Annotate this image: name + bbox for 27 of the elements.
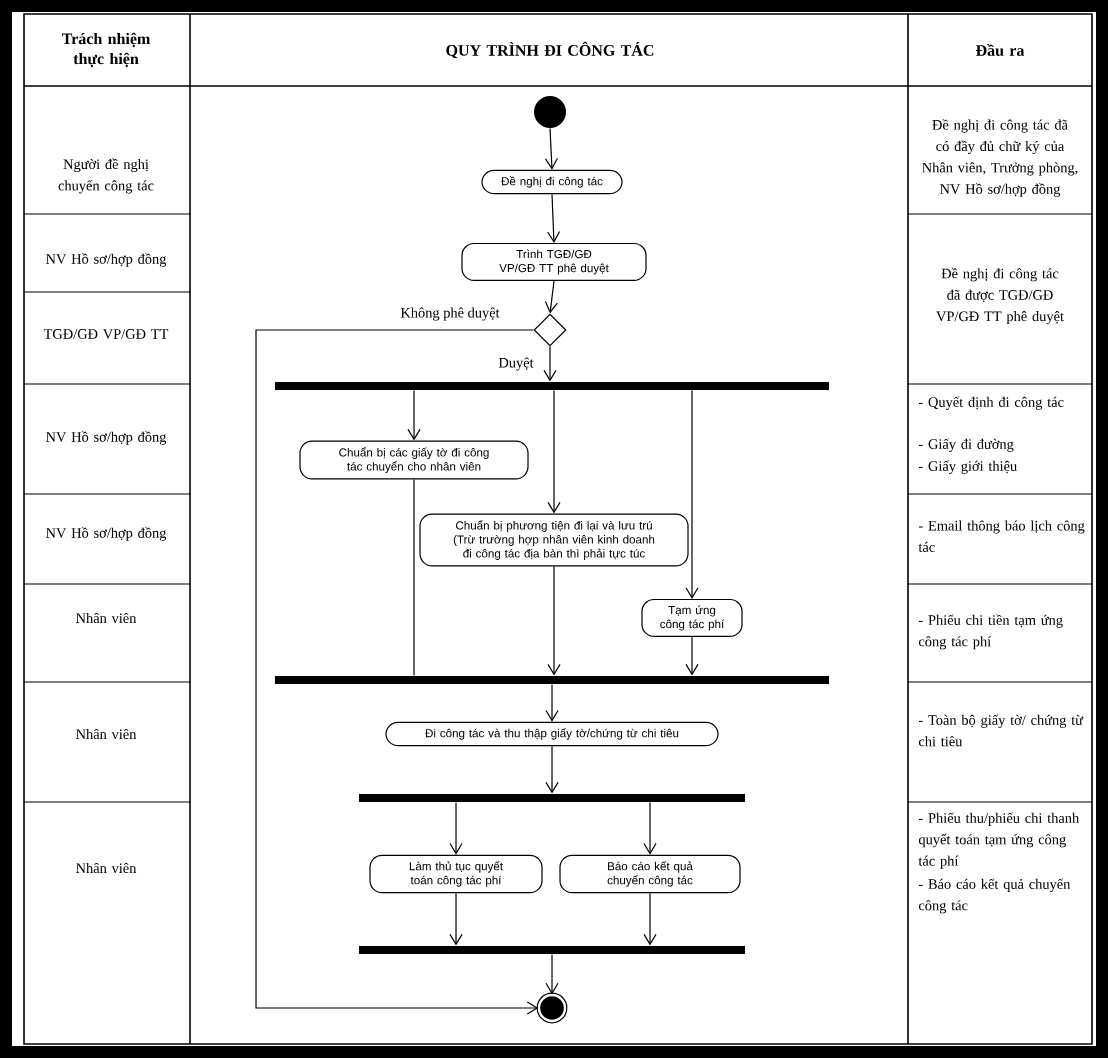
sync-bar bbox=[359, 794, 745, 802]
start-dot bbox=[534, 96, 566, 128]
end-dot bbox=[536, 992, 568, 1024]
column-header: Trách nhiệm thực hiện bbox=[61, 32, 151, 68]
arrow bbox=[449, 801, 463, 855]
arrow bbox=[643, 892, 657, 946]
arrow bbox=[685, 389, 699, 599]
arrow bbox=[685, 636, 699, 676]
arrow bbox=[545, 745, 559, 794]
arrow bbox=[547, 389, 561, 514]
sync-bar bbox=[275, 676, 829, 684]
column-header: Đầu ra bbox=[975, 44, 1025, 56]
arrow bbox=[547, 565, 561, 676]
arrow bbox=[407, 389, 421, 441]
arrow bbox=[449, 892, 463, 946]
arrow bbox=[545, 953, 559, 995]
arrow bbox=[544, 127, 559, 170]
arrow bbox=[545, 683, 559, 722]
decision-diamond bbox=[533, 313, 567, 347]
arrow bbox=[255, 329, 539, 1015]
arrow bbox=[643, 801, 657, 855]
sync-bar bbox=[275, 382, 829, 390]
column-header: QUY TRÌNH ĐI CÔNG TÁC bbox=[446, 41, 654, 59]
arrow bbox=[543, 346, 557, 382]
arrow bbox=[544, 280, 558, 314]
sync-bar bbox=[359, 946, 745, 954]
arrow bbox=[546, 193, 561, 243]
